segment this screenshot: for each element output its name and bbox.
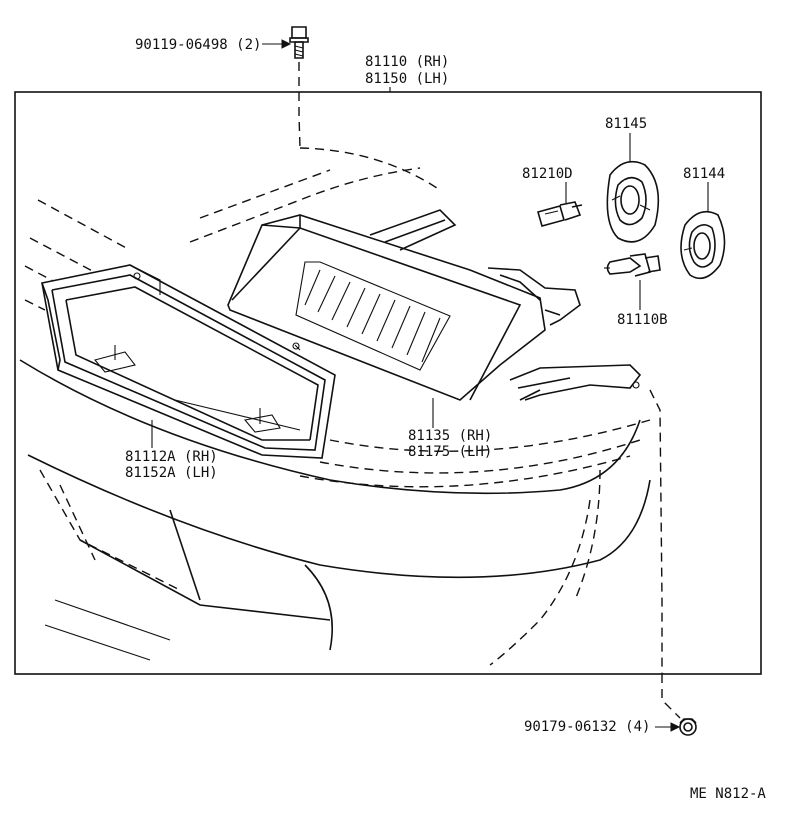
label-nut: 90179-06132 (4): [524, 719, 650, 735]
nut-part: [679, 718, 697, 736]
cover-81145-part: [606, 160, 660, 243]
diagram-frame: [14, 91, 762, 675]
leader-lines: [151, 39, 709, 732]
headlamp-housing-part: [227, 209, 642, 401]
label-cover-81145: 81145: [605, 116, 647, 132]
label-cover-81144: 81144: [683, 166, 725, 182]
vehicle-body-outline: [19, 147, 651, 666]
label-housing-lh: 81175 (LH): [408, 444, 492, 460]
label-headlamp-assy-rh: 81110 (RH): [365, 54, 449, 70]
bezel-part: [41, 264, 336, 459]
bolt-part: [289, 26, 309, 59]
label-bolt: 90119-06498 (2): [135, 37, 261, 53]
label-headlamp-assy-lh: 81150 (LH): [365, 71, 449, 87]
cover-81144-part: [680, 210, 726, 280]
diagram-code: ME N812-A: [690, 786, 766, 802]
label-bulb-81210d: 81210D: [522, 166, 573, 182]
label-bezel-rh: 81112A (RH): [125, 449, 218, 465]
bulb-81110b-part: [604, 253, 661, 277]
label-bezel-lh: 81152A (LH): [125, 465, 218, 481]
label-housing-rh: 81135 (RH): [408, 428, 492, 444]
bulb-81210d-part: [537, 201, 583, 227]
label-bulb-81110b: 81110B: [617, 312, 668, 328]
